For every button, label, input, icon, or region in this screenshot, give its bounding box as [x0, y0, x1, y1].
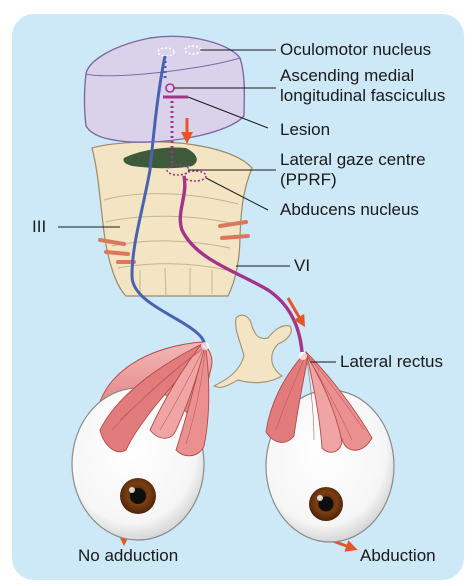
left-eye — [71, 341, 213, 541]
label-mlf-line2: longitudinal fasciculus — [280, 86, 446, 105]
midbrain — [83, 35, 246, 143]
label-cn6: VI — [294, 256, 311, 275]
label-mlf-line1: Ascending medial — [280, 66, 415, 85]
label-oculomotor-nucleus: Oculomotor nucleus — [280, 40, 432, 59]
optic-chiasm — [212, 314, 292, 388]
label-lateral-gaze-line1: Lateral gaze centre — [280, 150, 426, 169]
brainstem — [83, 35, 253, 297]
label-no-adduction: No adduction — [78, 546, 179, 565]
label-lesion: Lesion — [280, 120, 331, 139]
label-lateral-rectus: Lateral rectus — [340, 352, 443, 371]
label-abducens-nucleus: Abducens nucleus — [280, 200, 419, 219]
label-lateral-gaze-line2: (PPRF) — [280, 170, 337, 189]
abducens-nerve — [178, 175, 304, 353]
leader-abducens — [205, 177, 269, 211]
label-abduction: Abduction — [360, 546, 436, 565]
label-cn3: III — [32, 217, 47, 236]
signal-arrow-vi — [286, 297, 306, 328]
leader-lesion — [187, 96, 269, 129]
right-eye — [265, 350, 395, 543]
oculomotor-nerve — [130, 55, 207, 351]
fourth-ventricle — [123, 147, 197, 169]
